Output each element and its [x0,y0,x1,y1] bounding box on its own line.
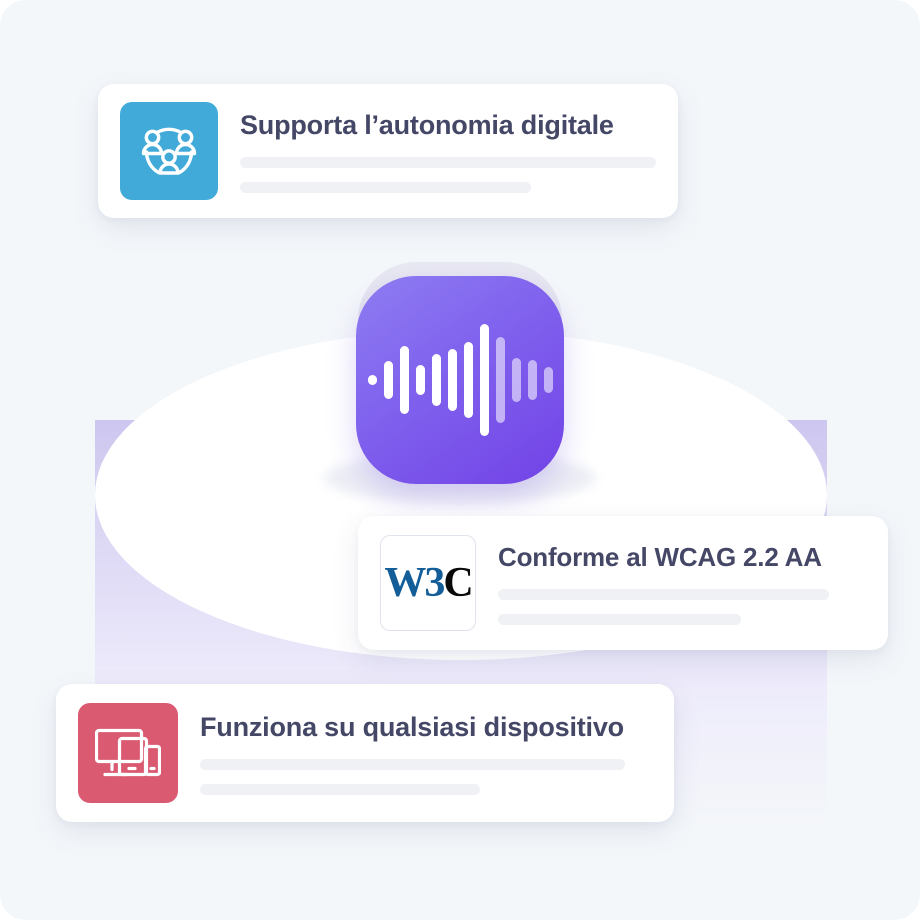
waveform-bar-12 [543,367,553,393]
audio-waveform-icon [367,320,553,440]
card-body: Supporta l’autonomia digitale [240,110,656,193]
waveform-bar-2 [383,361,393,399]
multi-device-icon [78,703,178,803]
skeleton-line [498,613,741,625]
feature-card-devices[interactable]: Funziona su qualsiasi dispositivo [56,684,674,822]
skeleton-line [240,181,532,193]
waveform-bar-1 [367,375,377,385]
waveform-bar-6 [447,349,457,411]
card-title: Conforme al WCAG 2.2 AA [498,541,822,572]
w3c-wordmark-c: C [443,560,473,606]
people-network-icon [120,102,218,200]
waveform-bar-8 [479,324,489,436]
waveform-bar-9 [495,337,505,423]
card-title: Supporta l’autonomia digitale [240,109,614,140]
w3c-logo-icon: W3C [380,535,476,631]
app-icon-group [324,262,596,504]
waveform-bar-10 [511,358,521,402]
skeleton-line [200,758,625,770]
waveform-bar-11 [527,360,537,400]
skeleton-line [498,588,830,600]
skeleton-line [240,156,656,168]
card-body: Conforme al WCAG 2.2 AA [498,542,866,625]
voice-reader-app-icon[interactable] [356,276,564,484]
waveform-bar-7 [463,342,473,418]
waveform-bar-4 [415,365,425,395]
card-title: Funziona su qualsiasi dispositivo [200,711,624,742]
feature-card-wcag[interactable]: W3C Conforme al WCAG 2.2 AA [358,516,888,650]
feature-card-autonomy[interactable]: Supporta l’autonomia digitale [98,84,678,218]
card-body: Funziona su qualsiasi dispositivo [200,712,652,795]
skeleton-line [200,783,481,795]
waveform-bar-5 [431,354,441,406]
w3c-wordmark-w3: W3 [384,560,445,606]
w3c-wordmark: W3C [384,560,473,606]
waveform-bar-3 [399,346,409,414]
